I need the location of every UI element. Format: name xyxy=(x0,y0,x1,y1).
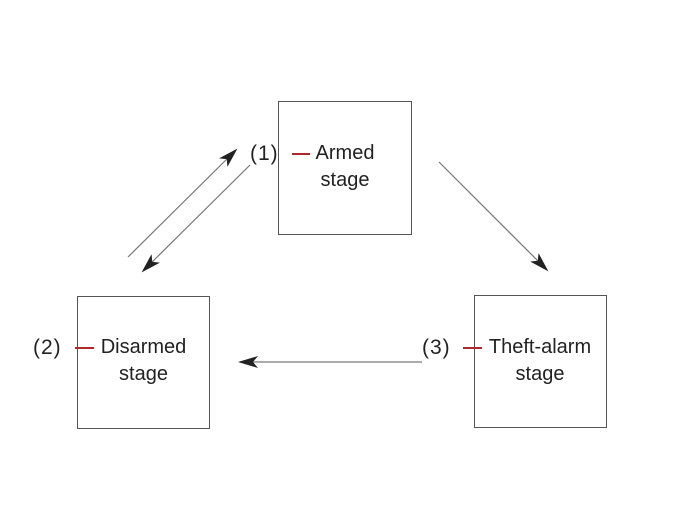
theft-alarm-stage-number: (3) xyxy=(422,336,451,359)
armed-stage-label-line1: Armed xyxy=(315,142,375,164)
theft-alarm-stage-connector xyxy=(463,347,482,349)
disarmed-stage-box xyxy=(77,296,210,429)
arrow-armed-to-disarmed xyxy=(141,164,251,273)
disarmed-stage-label-line2: stage xyxy=(119,363,168,385)
armed-stage-label-line2: stage xyxy=(320,169,370,191)
arrow-disarmed-to-armed xyxy=(127,148,238,258)
armed-stage-connector xyxy=(292,153,310,155)
arrow-armed-to-theft-alarm xyxy=(438,161,549,272)
armed-stage-box xyxy=(278,101,412,235)
disarmed-stage-number: (2) xyxy=(33,336,62,359)
disarmed-stage-label: Disarmed stage xyxy=(92,334,195,388)
disarmed-stage-connector xyxy=(75,347,94,349)
theft-alarm-stage-label: Theft-alarm stage xyxy=(481,334,599,388)
theft-alarm-stage-label-line1: Theft-alarm xyxy=(488,336,592,358)
theft-alarm-stage-label-line2: stage xyxy=(515,363,565,385)
theft-alarm-stage-box xyxy=(474,295,607,428)
armed-stage-label: Armed stage xyxy=(300,140,390,194)
disarmed-stage-label-line1: Disarmed xyxy=(100,336,187,358)
armed-stage-number: (1) xyxy=(250,142,279,165)
